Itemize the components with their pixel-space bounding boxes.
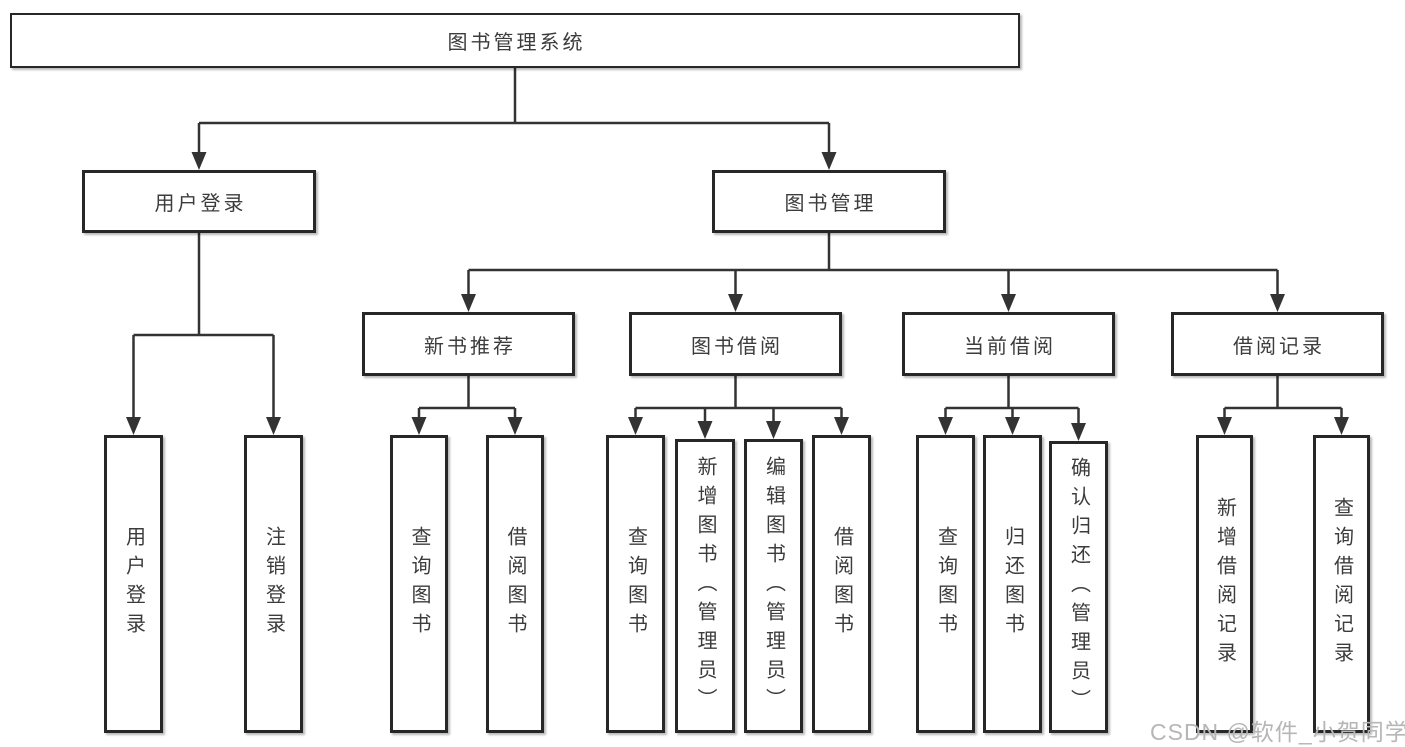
arrowhead-icons [126,152,1349,441]
node-label: 新增图书（管理员） [694,455,716,717]
leaf-bb-query-books: 查询图书 [606,435,665,733]
node-label: 当前借阅 [964,335,1056,358]
leaf-nbr-query-books: 查询图书 [390,435,448,733]
leaf-logout: 注销登录 [244,435,303,733]
leaf-bb-edit-books-admin: 编辑图书（管理员） [744,439,803,733]
leaf-bb-add-books-admin: 新增图书（管理员） [675,439,735,733]
node-root: 图书管理系统 [10,13,1020,68]
node-label: 确认归还（管理员） [1067,456,1090,718]
node-label: 注销登录 [262,526,285,642]
node-new-book-recommend: 新书推荐 [362,312,575,376]
node-label: 查询图书 [624,526,647,642]
node-label: 图书借阅 [691,335,783,358]
node-label: 借阅记录 [1233,335,1325,358]
node-label: 查询借阅记录 [1330,497,1353,671]
leaf-br-query-record: 查询借阅记录 [1313,435,1370,733]
watermark: CSDN @软件_小贺同学 [1150,719,1405,745]
node-label: 图书管理系统 [447,32,586,54]
node-label: 用户登录 [154,193,247,215]
node-label: 用户登录 [122,526,145,642]
node-user-login: 用户登录 [82,170,316,233]
leaf-br-add-record: 新增借阅记录 [1196,435,1253,733]
node-label: 查询图书 [408,526,430,642]
node-current-borrowing: 当前借阅 [902,312,1115,376]
node-label: 查询图书 [934,526,957,642]
node-label: 归还图书 [1001,526,1024,642]
leaf-cb-confirm-return-admin: 确认归还（管理员） [1049,441,1108,733]
node-label: 编辑图书（管理员） [762,455,785,717]
node-label: 借阅图书 [830,526,853,642]
leaf-nbr-borrow-books: 借阅图书 [486,435,544,733]
node-book-management: 图书管理 [712,170,946,233]
leaf-cb-return-books: 归还图书 [983,435,1042,733]
node-label: 新书推荐 [424,335,516,358]
node-label: 借阅图书 [504,526,526,642]
leaf-bb-borrow-books: 借阅图书 [812,435,871,733]
leaf-cb-query-books: 查询图书 [916,435,975,733]
node-label: 图书管理 [784,193,877,215]
leaf-user-login: 用户登录 [104,435,163,733]
node-label: 新增借阅记录 [1213,497,1236,671]
node-book-borrowing: 图书借阅 [629,312,842,376]
node-borrowing-records: 借阅记录 [1171,312,1384,376]
